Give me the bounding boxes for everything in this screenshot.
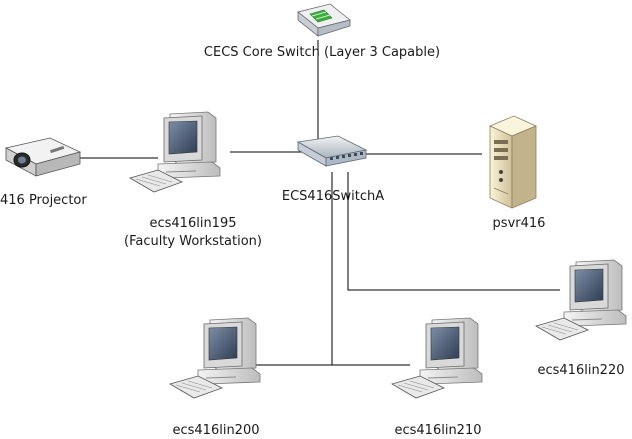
workstation-195-sublabel: (Faculty Workstation) [124, 234, 262, 249]
workstation-200-label: ecs416lin200 [172, 423, 260, 438]
server[interactable] [488, 115, 538, 209]
workstation-220-label: ecs416lin220 [537, 363, 625, 378]
workstation-220[interactable] [535, 259, 627, 341]
server-tower-icon [488, 115, 538, 209]
desktop-computer-icon [129, 111, 221, 193]
workstation-210[interactable] [391, 317, 483, 399]
workstation-200[interactable] [169, 317, 261, 399]
core-switch-label: CECS Core Switch (Layer 3 Capable) [203, 45, 441, 60]
projector-label: 416 Projector [0, 193, 87, 208]
workstation-210-label: ecs416lin210 [394, 423, 482, 438]
projector[interactable] [4, 137, 82, 177]
network-switch-icon [297, 135, 367, 167]
server-label: psvr416 [492, 216, 546, 231]
switch-a-label: ECS416SwitchA [281, 189, 385, 204]
desktop-computer-icon [535, 259, 627, 341]
desktop-computer-icon [391, 317, 483, 399]
core-switch[interactable] [297, 3, 351, 37]
workstation-195-label: ecs416lin195 [149, 216, 237, 231]
workstation-195[interactable] [129, 111, 221, 193]
projector-icon [4, 137, 82, 177]
switch-a[interactable] [297, 135, 367, 167]
network-links [80, 40, 560, 366]
link-switch-a-to-ws220 [347, 172, 560, 291]
desktop-computer-icon [169, 317, 261, 399]
network-switch-icon [297, 3, 351, 37]
